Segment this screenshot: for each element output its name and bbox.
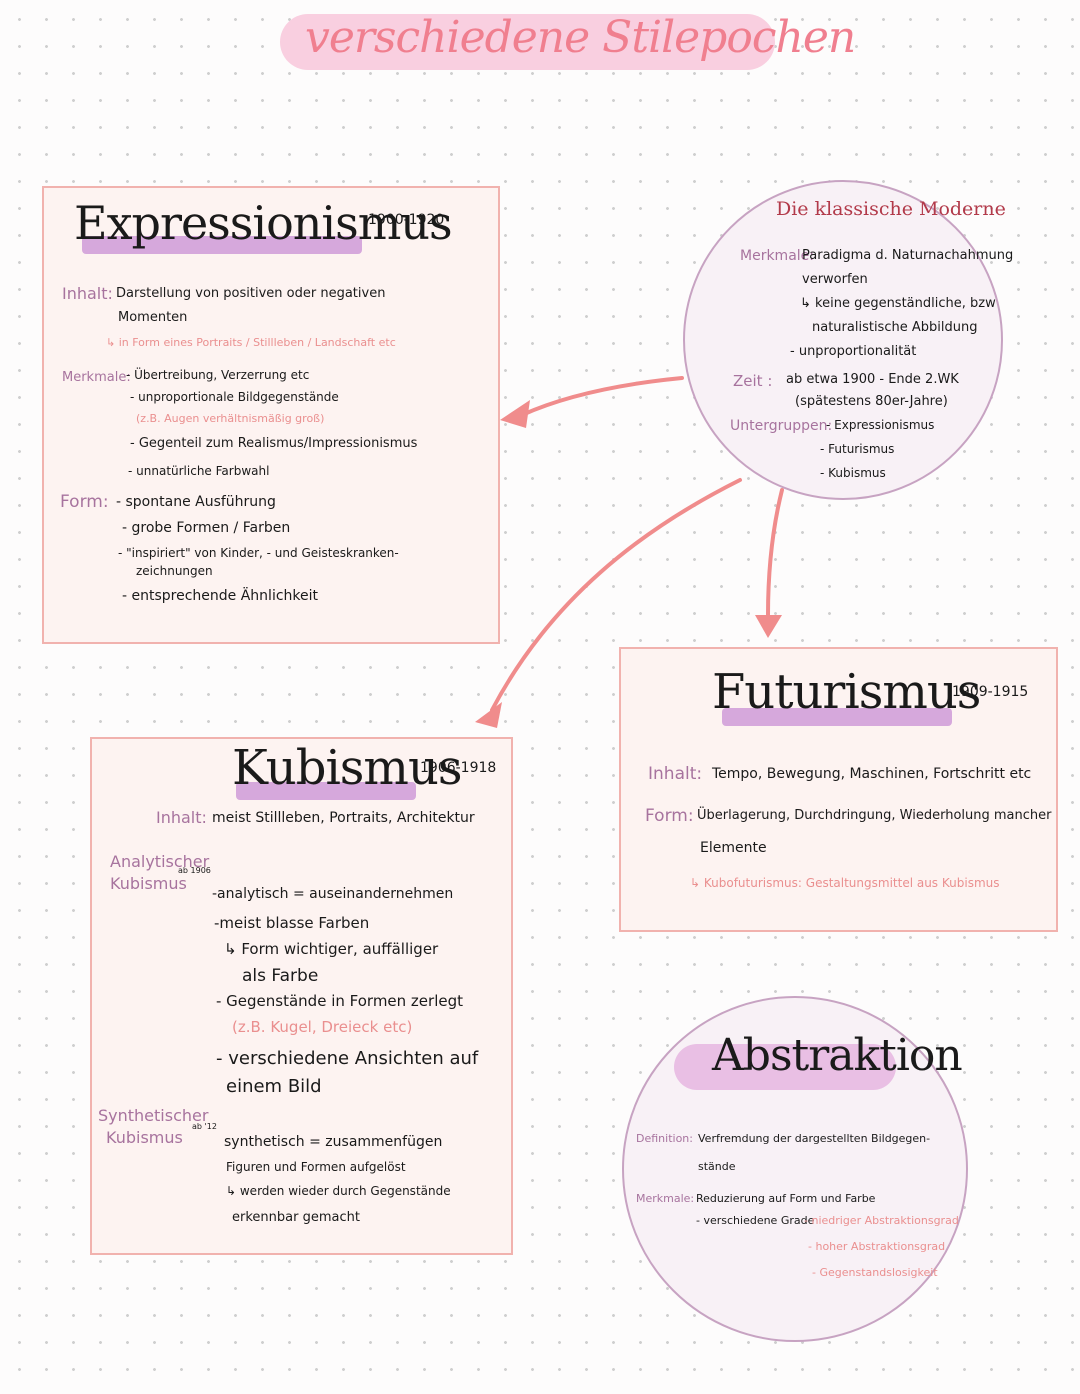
futurismus-title: Futurismus (712, 664, 981, 720)
expressionismus-merkmale-label: Merkmale: (62, 370, 131, 385)
moderne-unter-3: - Kubismus (820, 466, 886, 480)
kubismus-synthetisch-4: erkennbar gemacht (232, 1210, 360, 1225)
moderne-circle (683, 180, 1003, 500)
abstraktion-grad-3: - Gegenstandslosigkeit (812, 1266, 938, 1279)
abstraktion-definition-label: Definition: (636, 1132, 693, 1145)
title-highlight (280, 14, 775, 70)
abstraktion-merkmal-2: - verschiedene Grade (696, 1214, 815, 1227)
expressionismus-form-label: Form: (60, 492, 109, 512)
kubismus-analytisch-label-2: Kubismus (110, 874, 187, 893)
expressionismus-merkmal-4: - unnatürliche Farbwahl (128, 464, 270, 478)
futurismus-inhalt: Tempo, Bewegung, Maschinen, Fortschritt … (712, 766, 1032, 782)
kubismus-years: 1906-1918 (420, 760, 497, 776)
futurismus-highlight (722, 708, 952, 726)
moderne-merkmal-3: ↳ keine gegenständliche, bzw (800, 296, 996, 311)
kubismus-synthetisch-label-1: Synthetischer (98, 1106, 209, 1125)
kubismus-highlight (236, 782, 416, 800)
expressionismus-inhalt-1: Darstellung von positiven oder negativen (116, 286, 386, 301)
kubismus-analytisch-4: als Farbe (242, 966, 319, 986)
expressionismus-form-1: - spontane Ausführung (116, 494, 276, 510)
arrow-to-expressionismus (520, 376, 684, 417)
kubismus-analytisch-1: -analytisch = auseinandernehmen (212, 886, 454, 902)
expressionismus-merkmal-2: - unproportionale Bildgegenstände (130, 390, 339, 404)
expressionismus-inhalt-2: Momenten (118, 310, 188, 325)
expressionismus-merkmal-1: - Übertreibung, Verzerrung etc (126, 368, 310, 382)
kubismus-analytisch-5: - Gegenstände in Formen zerlegt (216, 992, 464, 1010)
kubismus-title: Kubismus (232, 740, 462, 796)
kubismus-box (90, 737, 513, 1255)
abstraktion-grad-2: - hoher Abstraktionsgrad (808, 1240, 946, 1253)
kubismus-inhalt: meist Stillleben, Portraits, Architektur (212, 810, 475, 826)
expressionismus-merkmal-3: - Gegenteil zum Realismus/Impressionismu… (130, 436, 418, 451)
expressionismus-form-5: - entsprechende Ähnlichkeit (122, 588, 318, 604)
kubismus-analytisch-since: ab 1906 (178, 866, 211, 875)
moderne-merkmal-2: verworfen (802, 272, 868, 287)
futurismus-form-label: Form: (645, 806, 694, 826)
moderne-merkmal-5: - unproportionalität (790, 344, 917, 359)
moderne-merkmale-label: Merkmale: (740, 248, 814, 264)
expressionismus-years: 1900-1920 (368, 212, 445, 228)
expressionismus-highlight (82, 236, 362, 254)
moderne-merkmal-1: Paradigma d. Naturnachahmung (802, 248, 1014, 263)
arrow-to-futurismus (766, 488, 784, 617)
kubismus-synthetisch-label-2: Kubismus (106, 1128, 183, 1147)
expressionismus-inhalt-note: ↳ in Form eines Portraits / Stillleben /… (106, 336, 396, 349)
page-title: verschiedene Stilepochen (305, 12, 856, 63)
moderne-heading: Die klassische Moderne (776, 198, 1006, 220)
abstraktion-definition-1: Verfremdung der dargestellten Bildgegen- (698, 1132, 931, 1145)
abstraktion-title: Abstraktion (712, 1030, 963, 1081)
expressionismus-inhalt-label: Inhalt: (62, 284, 113, 303)
futurismus-box (619, 647, 1058, 932)
futurismus-form-2: Elemente (700, 840, 767, 856)
kubismus-analytisch-7: einem Bild (226, 1076, 322, 1097)
arrow-to-kubismus (490, 478, 742, 712)
expressionismus-form-2: - grobe Formen / Farben (122, 520, 291, 536)
futurismus-form-1: Überlagerung, Durchdringung, Wiederholun… (697, 808, 1052, 823)
expressionismus-form-3: - "inspiriert" von Kinder, - und Geistes… (118, 546, 399, 560)
kubismus-analytisch-3: ↳ Form wichtiger, auffälliger (224, 940, 439, 958)
moderne-merkmal-4: naturalistische Abbildung (812, 320, 978, 335)
abstraktion-highlight (674, 1044, 896, 1090)
kubismus-synthetisch-1: synthetisch = zusammenfügen (224, 1134, 443, 1150)
expressionismus-merkmale-note: (z.B. Augen verhältnismäßig groß) (136, 412, 325, 425)
futurismus-years: 1909-1915 (952, 684, 1029, 700)
moderne-zeit-2: (spätestens 80er-Jahre) (795, 394, 948, 409)
abstraktion-merkmale-label: Merkmale: (636, 1192, 695, 1205)
futurismus-inhalt-label: Inhalt: (648, 764, 703, 784)
kubismus-analytisch-2: -meist blasse Farben (214, 914, 370, 932)
kubismus-synthetisch-since: ab '12 (192, 1122, 217, 1131)
kubismus-inhalt-label: Inhalt: (156, 808, 207, 827)
moderne-unter-label: Untergruppen: (730, 418, 833, 434)
kubismus-analytisch-6: - verschiedene Ansichten auf (216, 1048, 479, 1069)
expressionismus-title: Expressionismus (74, 196, 453, 250)
abstraktion-grad-1: - niedriger Abstraktionsgrad (804, 1214, 959, 1227)
kubismus-analytisch-note: (z.B. Kugel, Dreieck etc) (232, 1018, 413, 1036)
kubismus-synthetisch-2: Figuren und Formen aufgelöst (226, 1160, 406, 1174)
abstraktion-merkmal-1: Reduzierung auf Form und Farbe (696, 1192, 876, 1205)
moderne-zeit-label: Zeit : (733, 372, 773, 390)
expressionismus-form-4: zeichnungen (136, 564, 213, 578)
abstraktion-definition-2: stände (698, 1160, 736, 1173)
expressionismus-box (42, 186, 500, 644)
moderne-unter-1: - Expressionismus (826, 418, 935, 432)
kubismus-synthetisch-3: ↳ werden wieder durch Gegenstände (226, 1184, 451, 1198)
futurismus-note: ↳ Kubofuturismus: Gestaltungsmittel aus … (690, 876, 1000, 890)
kubismus-analytisch-label-1: Analytischer (110, 852, 210, 871)
moderne-unter-2: - Futurismus (820, 442, 895, 456)
moderne-zeit-1: ab etwa 1900 - Ende 2.WK (786, 372, 959, 387)
